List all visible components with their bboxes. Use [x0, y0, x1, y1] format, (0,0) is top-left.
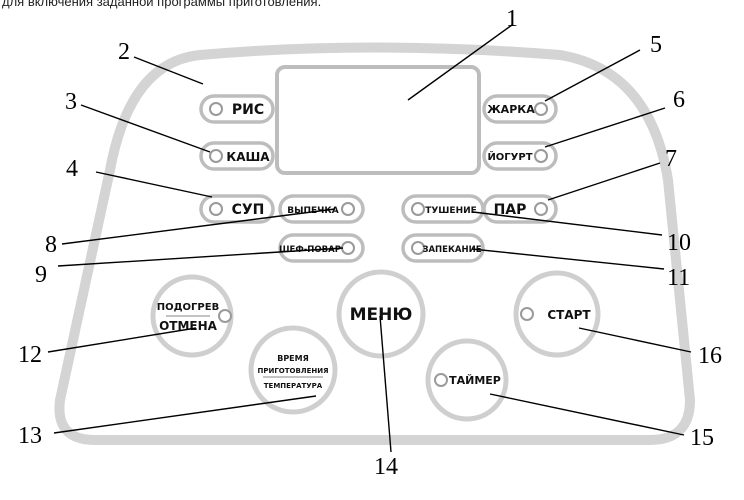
svg-text:ТАЙМЕР: ТАЙМЕР [449, 374, 501, 387]
callout-12: 12 [18, 342, 42, 368]
button-kasha[interactable]: КАША [199, 141, 275, 171]
svg-text:ТЕМПЕРАТУРА: ТЕМПЕРАТУРА [264, 382, 323, 390]
button-zapekanie[interactable]: ЗАПЕКАНИЕ [401, 233, 485, 263]
svg-text:СТАРТ: СТАРТ [547, 308, 591, 322]
svg-text:СУП: СУП [232, 202, 265, 218]
callout-7: 7 [665, 146, 677, 172]
callout-5: 5 [650, 32, 662, 58]
svg-text:ВРЕМЯ: ВРЕМЯ [277, 354, 309, 363]
callout-3: 3 [65, 89, 77, 115]
svg-text:МЕНЮ: МЕНЮ [350, 305, 413, 325]
svg-text:ЙОГУРТ: ЙОГУРТ [487, 150, 532, 163]
caption-text: для включения заданной программы пригото… [2, 0, 322, 9]
callout-10: 10 [667, 230, 691, 256]
button-start[interactable]: СТАРТ [513, 270, 601, 358]
button-podogrev-otmena[interactable]: ПОДОГРЕВ ОТМЕНА [150, 274, 234, 358]
svg-text:ПАР: ПАР [494, 202, 527, 218]
svg-text:ВЫПЕЧКА: ВЫПЕЧКА [287, 206, 338, 216]
button-yogurt[interactable]: ЙОГУРТ [482, 141, 558, 171]
leader-lines [47, 24, 692, 453]
button-tushenie[interactable]: ТУШЕНИЕ [401, 194, 485, 224]
svg-text:КАША: КАША [226, 150, 270, 164]
svg-text:ПРИГОТОВЛЕНИЯ: ПРИГОТОВЛЕНИЯ [257, 367, 328, 375]
callout-14: 14 [374, 454, 398, 480]
panel-outline [54, 42, 696, 445]
svg-text:ТУШЕНИЕ: ТУШЕНИЕ [425, 206, 477, 216]
callout-8: 8 [45, 232, 57, 258]
button-zharka[interactable]: ЖАРКА [482, 94, 558, 124]
button-ris[interactable]: РИС [199, 94, 275, 124]
callout-numbers: 1 2 3 4 5 6 7 8 9 10 11 12 13 14 15 16 [18, 6, 722, 480]
display-screen [275, 65, 481, 175]
button-taimer[interactable]: ТАЙМЕР [425, 338, 509, 422]
svg-text:ЗАПЕКАНИЕ: ЗАПЕКАНИЕ [422, 245, 481, 255]
callout-13: 13 [18, 423, 42, 449]
svg-text:ОТМЕНА: ОТМЕНА [159, 319, 218, 333]
svg-text:РИС: РИС [232, 102, 264, 118]
svg-text:ПОДОГРЕВ: ПОДОГРЕВ [157, 302, 219, 313]
callout-9: 9 [35, 262, 47, 288]
button-shef-povar[interactable]: ШЕФ-ПОВАР [278, 233, 365, 263]
callout-1: 1 [506, 6, 518, 32]
callout-6: 6 [673, 87, 685, 113]
callout-16: 16 [698, 343, 722, 369]
button-vypechka[interactable]: ВЫПЕЧКА [278, 194, 365, 224]
button-menu[interactable]: МЕНЮ [336, 269, 426, 359]
callout-4: 4 [66, 156, 78, 182]
callout-15: 15 [690, 425, 714, 451]
button-vremya-temperatura[interactable]: ВРЕМЯ ПРИГОТОВЛЕНИЯ ТЕМПЕРАТУРА [248, 325, 338, 415]
callout-11: 11 [667, 265, 690, 291]
callout-2: 2 [118, 39, 130, 65]
svg-text:ЖАРКА: ЖАРКА [487, 103, 535, 116]
